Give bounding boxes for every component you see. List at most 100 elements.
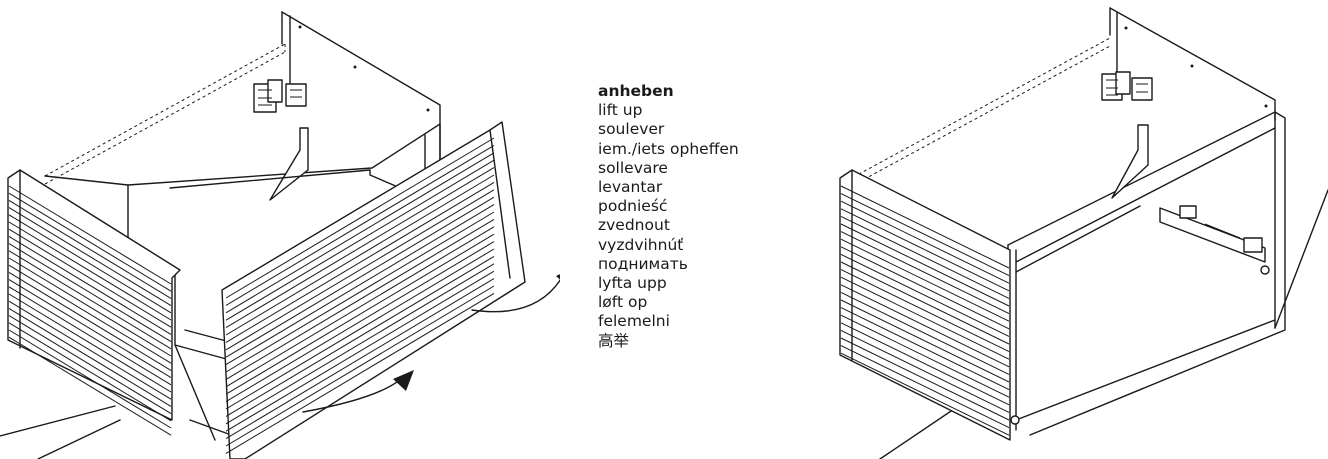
slat-line xyxy=(225,167,495,329)
slat-line xyxy=(8,300,172,400)
drawer-slide xyxy=(1159,205,1270,275)
slat-line xyxy=(225,181,495,343)
slat-line xyxy=(840,329,1010,413)
slat-line xyxy=(8,257,172,357)
slat-line xyxy=(8,279,172,379)
slat-line xyxy=(840,345,1010,429)
slat-line xyxy=(225,189,495,351)
translation-en: lift up xyxy=(598,101,643,120)
translation-it: sollevare xyxy=(598,158,668,177)
slat-line xyxy=(840,193,1010,277)
slat-line xyxy=(840,284,1010,368)
translation-sv: lyfta upp xyxy=(598,274,667,293)
slat-line xyxy=(840,307,1010,391)
top-rail-dashed xyxy=(847,37,1111,181)
translation-hu: felemelni xyxy=(598,312,670,331)
foot-peg xyxy=(1010,415,1020,425)
slat-line xyxy=(840,299,1010,383)
slat-line xyxy=(8,293,172,393)
instruction-text-block: anheben lift up soulever iem./iets ophef… xyxy=(598,82,813,351)
slat-line xyxy=(840,322,1010,406)
slat-line xyxy=(8,250,172,350)
translation-cs: zvednout xyxy=(598,216,670,235)
slat-line xyxy=(225,211,495,373)
hinge-icon xyxy=(1101,71,1153,101)
mounting-bracket xyxy=(1111,124,1149,199)
slat-line xyxy=(840,276,1010,360)
slat-line xyxy=(8,307,172,407)
lifted-front-panel xyxy=(221,121,526,459)
slat-line xyxy=(8,192,172,292)
translation-fr: soulever xyxy=(598,120,665,139)
slat-line xyxy=(225,241,495,403)
slat-line xyxy=(8,264,172,364)
translation-da: løft op xyxy=(598,293,648,312)
slat-line xyxy=(225,137,495,299)
floor-line xyxy=(0,405,116,437)
slat-line xyxy=(225,159,495,321)
slat-line xyxy=(8,221,172,321)
translation-es: levantar xyxy=(598,178,663,197)
translation-pl: podnieść xyxy=(598,197,668,216)
cabinet-back-panel xyxy=(1109,7,1276,121)
slat-line xyxy=(8,228,172,328)
slat-line xyxy=(225,174,495,336)
slat-line xyxy=(225,270,495,432)
slat-line xyxy=(8,329,172,429)
slat-line xyxy=(840,231,1010,315)
translation-sk: vyzdvihnúť xyxy=(598,235,684,254)
slat-line xyxy=(225,144,495,306)
slat-line xyxy=(840,238,1010,322)
slat-line xyxy=(8,286,172,386)
slat-line xyxy=(8,214,172,314)
slat-line xyxy=(840,314,1010,398)
slat-line xyxy=(8,243,172,343)
slat-line xyxy=(8,199,172,299)
slat-line xyxy=(225,152,495,314)
slat-line xyxy=(840,208,1010,292)
slat-line xyxy=(8,207,172,307)
slat-line xyxy=(225,292,495,454)
slat-line xyxy=(8,315,172,415)
slat-line xyxy=(840,185,1010,269)
slat-line xyxy=(8,185,172,285)
floor-line xyxy=(879,404,961,459)
slat-line xyxy=(840,269,1010,353)
slat-line xyxy=(840,352,1010,436)
slat-line xyxy=(840,291,1010,375)
cabinet-carcass xyxy=(1007,111,1286,436)
swing-arrow-icon xyxy=(302,370,414,413)
cabinet-front-removed-illustration xyxy=(839,7,1328,459)
slat-line xyxy=(225,233,495,395)
slat-line xyxy=(8,235,172,335)
slat-line xyxy=(8,271,172,371)
left-front-panel xyxy=(7,169,181,436)
slat-line xyxy=(840,253,1010,337)
translation-ru: поднимать xyxy=(598,254,688,273)
instruction-heading: anheben xyxy=(598,82,674,100)
slat-line xyxy=(840,261,1010,345)
slat-line xyxy=(225,285,495,447)
slat-line xyxy=(840,223,1010,307)
slat-line xyxy=(225,263,495,425)
slat-line xyxy=(225,278,495,440)
slat-line xyxy=(840,215,1010,299)
translation-nl: iem./iets opheffen xyxy=(598,139,739,158)
lift-arrow-icon xyxy=(471,274,560,313)
slat-line xyxy=(840,200,1010,284)
slat-line xyxy=(225,196,495,358)
slat-line xyxy=(225,204,495,366)
hinge-icon xyxy=(253,79,307,113)
slat-line xyxy=(225,255,495,417)
mounting-bracket xyxy=(269,127,309,201)
slat-line xyxy=(8,336,172,436)
slat-line xyxy=(8,322,172,422)
translation-zh: 高举 xyxy=(598,331,630,350)
slat-line xyxy=(225,218,495,380)
slat-line xyxy=(225,248,495,410)
slat-line xyxy=(840,337,1010,421)
front-panel xyxy=(839,169,1011,441)
top-rail-dashed xyxy=(44,43,286,177)
cabinet-top-edge xyxy=(127,123,441,244)
cabinet-lift-front-illustration xyxy=(0,11,560,459)
